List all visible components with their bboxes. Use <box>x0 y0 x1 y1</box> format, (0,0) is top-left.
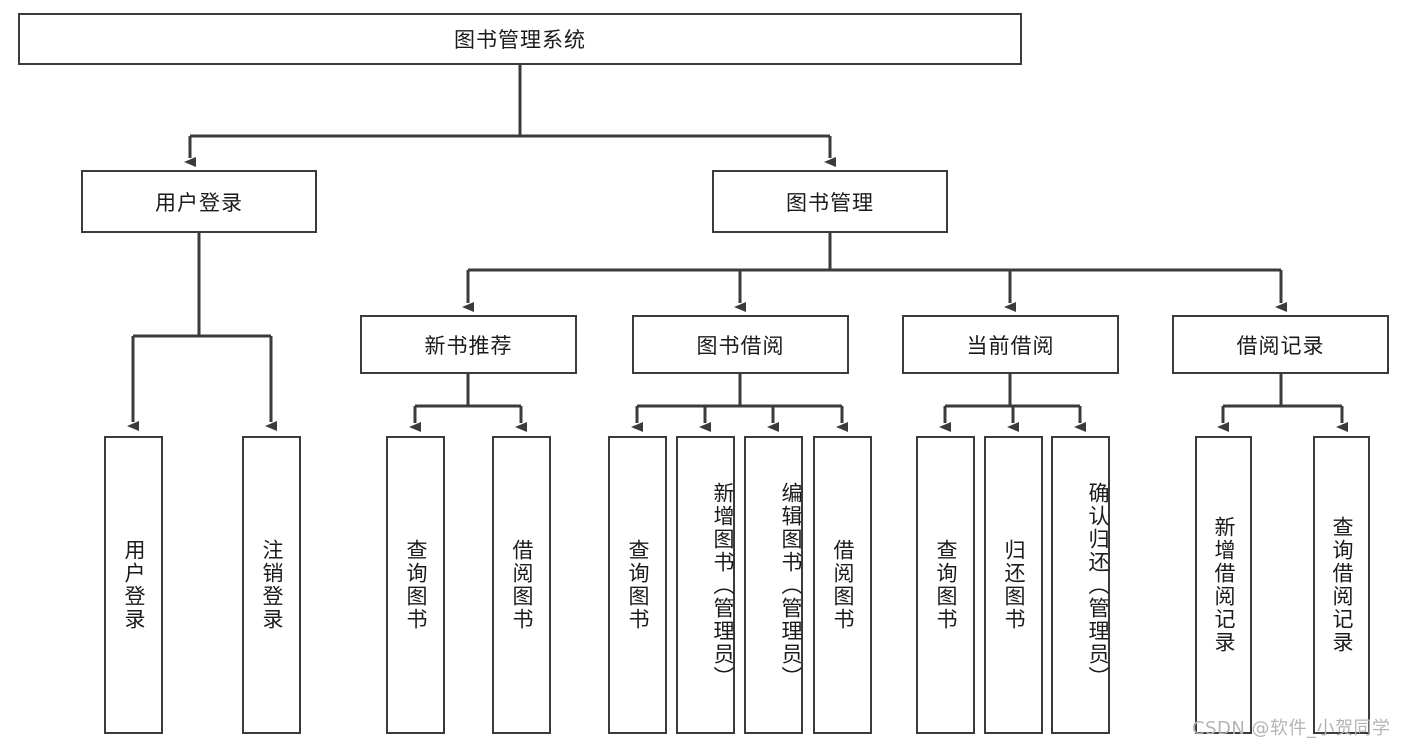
node-leaf-logout[interactable]: 注销登录 <box>242 436 301 734</box>
node-borrow-record-label: 借阅记录 <box>1236 333 1325 358</box>
node-leaf-confirm-return[interactable]: 确认归还（管理员） <box>1051 436 1110 734</box>
node-leaf-borrow-book-1-label: 借阅图书 <box>510 539 534 631</box>
node-leaf-borrow-book-2[interactable]: 借阅图书 <box>813 436 872 734</box>
node-leaf-add-record[interactable]: 新增借阅记录 <box>1195 436 1252 734</box>
node-leaf-logout-label: 注销登录 <box>260 539 284 631</box>
node-leaf-confirm-return-label: 确认归还（管理员） <box>1086 481 1110 689</box>
node-leaf-add-book-label: 新增图书（管理员） <box>711 481 735 689</box>
node-user-login-label: 用户登录 <box>155 190 243 215</box>
node-leaf-edit-book[interactable]: 编辑图书（管理员） <box>744 436 803 734</box>
node-leaf-user-login-label: 用户登录 <box>122 539 146 631</box>
node-leaf-borrow-book-1[interactable]: 借阅图书 <box>492 436 551 734</box>
node-new-book-recommend[interactable]: 新书推荐 <box>360 315 577 374</box>
node-leaf-add-record-label: 新增借阅记录 <box>1212 516 1236 654</box>
node-book-manage-label: 图书管理 <box>786 190 874 215</box>
node-leaf-query-book-3-label: 查询图书 <box>934 539 958 631</box>
node-root-label: 图书管理系统 <box>454 28 586 52</box>
node-leaf-query-book-3[interactable]: 查询图书 <box>916 436 975 734</box>
node-leaf-add-book[interactable]: 新增图书（管理员） <box>676 436 735 734</box>
node-leaf-query-book-1[interactable]: 查询图书 <box>386 436 445 734</box>
node-current-borrow-label: 当前借阅 <box>966 333 1055 358</box>
node-leaf-query-record-label: 查询借阅记录 <box>1330 516 1354 654</box>
node-leaf-user-login[interactable]: 用户登录 <box>104 436 163 734</box>
node-leaf-return-book[interactable]: 归还图书 <box>984 436 1043 734</box>
node-leaf-query-book-2-label: 查询图书 <box>626 539 650 631</box>
node-user-login[interactable]: 用户登录 <box>81 170 317 233</box>
node-book-borrow-label: 图书借阅 <box>696 333 785 358</box>
node-book-borrow[interactable]: 图书借阅 <box>632 315 849 374</box>
node-leaf-borrow-book-2-label: 借阅图书 <box>831 539 855 631</box>
node-book-manage[interactable]: 图书管理 <box>712 170 948 233</box>
node-current-borrow[interactable]: 当前借阅 <box>902 315 1119 374</box>
node-leaf-query-record[interactable]: 查询借阅记录 <box>1313 436 1370 734</box>
node-borrow-record[interactable]: 借阅记录 <box>1172 315 1389 374</box>
node-leaf-edit-book-label: 编辑图书（管理员） <box>779 481 803 689</box>
node-root[interactable]: 图书管理系统 <box>18 13 1022 65</box>
node-leaf-query-book-1-label: 查询图书 <box>404 539 428 631</box>
node-new-book-recommend-label: 新书推荐 <box>424 333 513 358</box>
watermark: CSDN @软件_小贺同学 <box>1192 718 1391 739</box>
node-leaf-query-book-2[interactable]: 查询图书 <box>608 436 667 734</box>
node-leaf-return-book-label: 归还图书 <box>1002 539 1026 631</box>
